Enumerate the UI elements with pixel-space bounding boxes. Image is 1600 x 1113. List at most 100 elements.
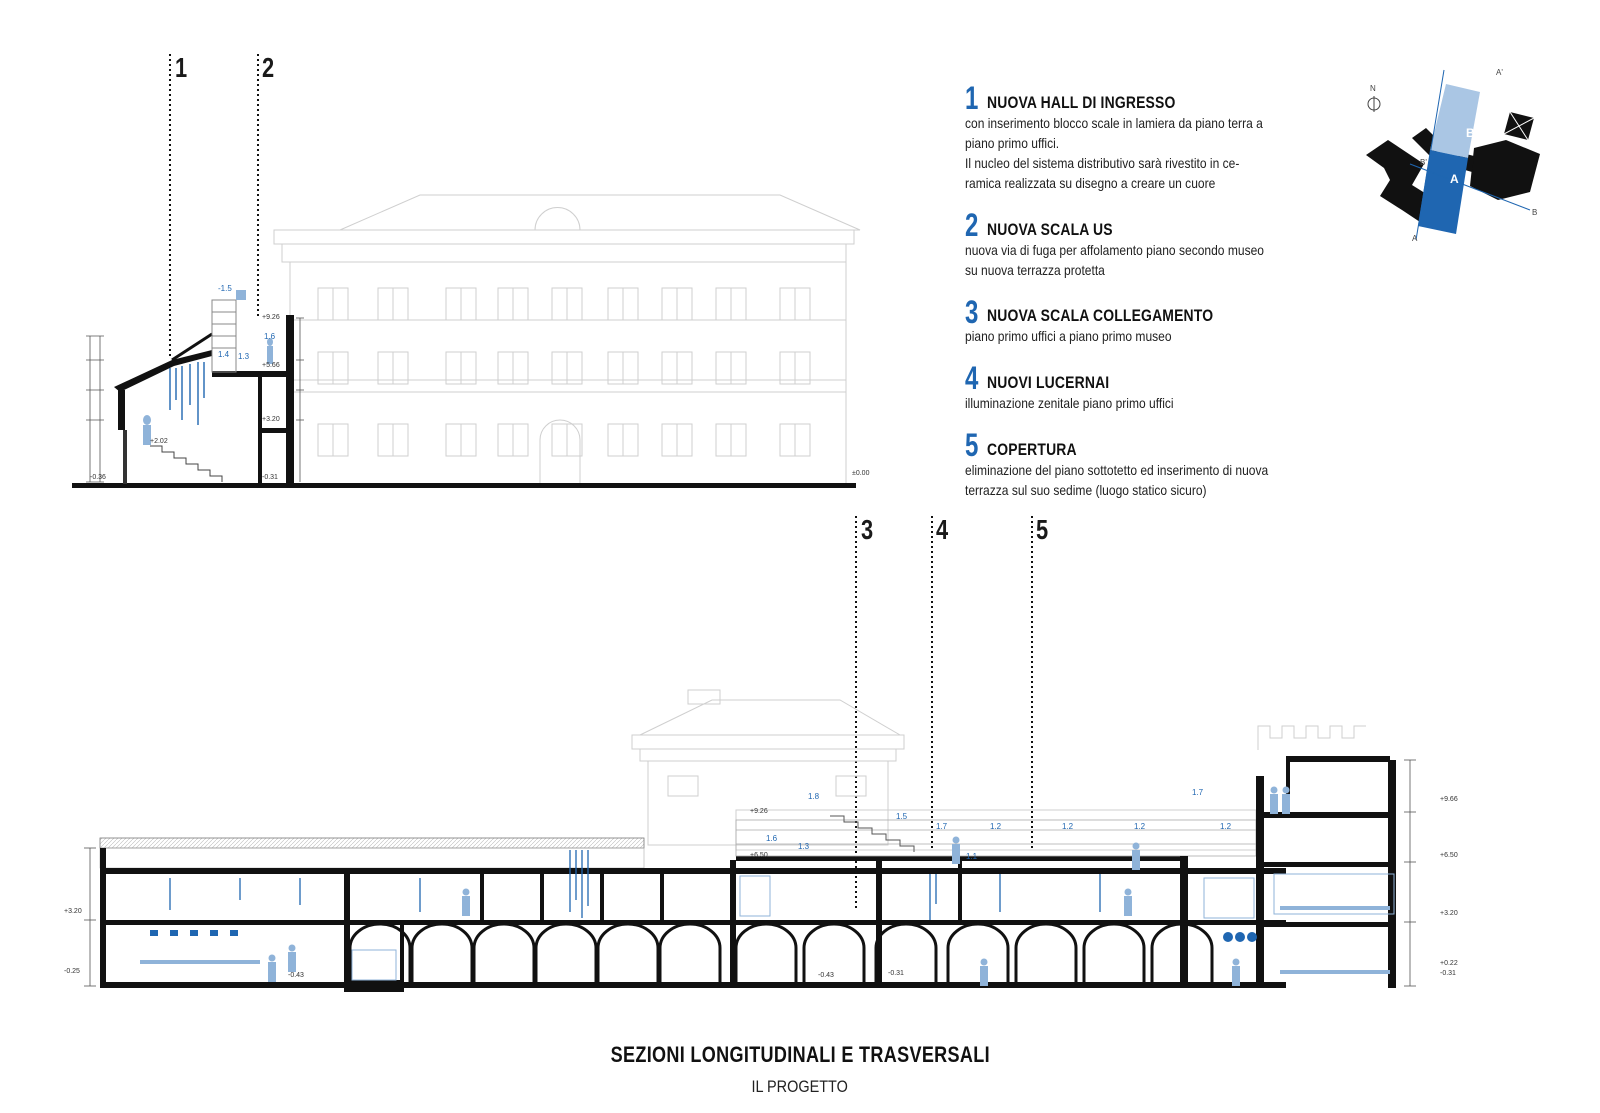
top-label-l4: 1.6 <box>264 332 276 341</box>
legend-number-1: 1 <box>965 80 979 116</box>
ground-line-top <box>72 483 856 488</box>
figure-head <box>1282 786 1290 794</box>
figure-body <box>1132 850 1140 870</box>
marker-5: 5 <box>1036 514 1049 545</box>
marker-2: 2 <box>262 52 275 83</box>
legend-text-4: illuminazione zenitale piano primo uffic… <box>965 395 1174 412</box>
top-level-5: -0.36 <box>90 474 106 481</box>
figure-body <box>268 962 276 982</box>
legend-title-5: COPERTURA <box>987 439 1077 459</box>
figure-body <box>1282 794 1290 814</box>
figure-body <box>288 952 296 972</box>
figure-head <box>1124 888 1132 896</box>
bottom-label-l: 1.1 <box>966 852 978 861</box>
vault-arch <box>734 922 798 988</box>
bottom-level-r: +3.20 <box>1440 910 1458 917</box>
key-plan <box>1366 69 1540 241</box>
legend-item-1: 1 NUOVA HALL DI INGRESSO con inserimento … <box>965 80 1325 193</box>
top-label-l2: 1.4 <box>218 350 230 359</box>
top-level-1: +9.26 <box>262 314 280 321</box>
legend-number-5: 5 <box>965 427 979 464</box>
vault-arch <box>874 922 938 988</box>
page-subtitle-text: IL PROGETTO <box>751 1077 849 1096</box>
legend-text-3: piano primo uffici a piano primo museo <box>965 328 1172 345</box>
bottom-level-o: -0.25 <box>64 968 80 975</box>
vault-arch <box>802 922 866 988</box>
figure-head <box>1132 842 1140 850</box>
legend-title-4: NUOVI LUCERNAI <box>987 373 1110 393</box>
bottom-level-b: +6.50 <box>750 852 768 859</box>
ghost-door <box>539 419 581 484</box>
bottom-label-i: 1.2 <box>1220 822 1232 831</box>
bottom-level-t: -0.31 <box>1440 970 1456 977</box>
bottom-section <box>84 689 1416 992</box>
page-title-text: SEZIONI LONGITUDINALI E TRASVERSALI <box>610 1042 990 1067</box>
marker-1: 1 <box>175 52 188 83</box>
top-level-7: ±0.00 <box>852 470 870 477</box>
marker-3: 3 <box>861 514 874 545</box>
bottom-label-c: 1.8 <box>808 792 820 801</box>
figure-head <box>1232 958 1240 966</box>
figure-body <box>462 896 470 916</box>
bottom-level-q: +6.50 <box>1440 852 1458 859</box>
bottom-level-a: +9.26 <box>750 808 768 815</box>
vault-arch <box>1014 922 1078 988</box>
keyplan-a-prime: A' <box>1496 68 1503 77</box>
vault-arch <box>472 922 536 988</box>
legend: 1 NUOVA HALL DI INGRESSO con inserimento … <box>965 80 1325 518</box>
figure-body <box>952 844 960 864</box>
legend-title-3: NUOVA SCALA COLLEGAMENTO <box>987 306 1214 326</box>
bottom-label-m: 1.3 <box>798 842 810 851</box>
vault-arch <box>1150 922 1214 988</box>
figure-body <box>1124 896 1132 916</box>
top-level-2: +5.66 <box>262 362 280 369</box>
figure-head <box>268 954 276 962</box>
keyplan-b-label: B <box>1466 126 1475 140</box>
bottom-label-d: 1.5 <box>896 812 908 821</box>
hall-section <box>114 290 294 485</box>
legend-item-5: 5 COPERTURA eliminazione del piano sottot… <box>965 427 1325 500</box>
marker-lines <box>169 54 1033 910</box>
legend-number-2: 2 <box>965 206 979 243</box>
keyplan-b-prime: B' <box>1420 158 1427 167</box>
bottom-label-g: 1.2 <box>1062 822 1074 831</box>
keyplan-a-end: A <box>1412 234 1418 243</box>
bottom-label-h: 1.2 <box>1134 822 1146 831</box>
legend-title-1: NUOVA HALL DI INGRESSO <box>987 92 1176 112</box>
legend-item-3: 3 NUOVA SCALA COLLEGAMENTO piano primo uf… <box>965 293 1325 347</box>
bottom-label-f: 1.2 <box>990 822 1002 831</box>
bottom-label-j: 1.7 <box>1192 788 1204 797</box>
legend-title-2: NUOVA SCALA US <box>987 219 1113 239</box>
top-level-3: +3.20 <box>262 416 280 423</box>
figure-body <box>1270 794 1278 814</box>
figure-head <box>1270 786 1278 794</box>
vault-arch <box>946 922 1010 988</box>
top-label-l3: 1.3 <box>238 352 250 361</box>
figure-head <box>462 888 470 896</box>
vault-arch <box>658 922 722 988</box>
bottom-level-u: -0.43 <box>288 972 304 979</box>
bottom-level-v: -0.43 <box>818 972 834 979</box>
ghost-windows <box>317 287 811 457</box>
legend-number-3: 3 <box>965 293 979 330</box>
top-level-6: -0.31 <box>262 474 278 481</box>
vault-arch <box>534 922 598 988</box>
figure-head <box>952 836 960 844</box>
bottom-level-s: +0.22 <box>1440 960 1458 967</box>
vault-arch <box>410 922 474 988</box>
legend-text-5: eliminazione del piano sottotetto ed ins… <box>965 461 1269 498</box>
bottom-level-p: +9.66 <box>1440 796 1458 803</box>
figure-head <box>980 958 988 966</box>
north-label: N <box>1370 84 1376 93</box>
page-subtitle: IL PROGETTO <box>0 1077 1600 1097</box>
legend-text-1: con inserimento blocco scale in lamiera … <box>965 114 1263 191</box>
ground-floor-vaults <box>348 922 1214 988</box>
vault-arch <box>596 922 660 988</box>
keyplan-a-label: A <box>1450 172 1459 186</box>
figure-body <box>980 966 988 986</box>
bottom-label-e: 1.7 <box>936 822 948 831</box>
top-level-4: +2.02 <box>150 438 168 445</box>
vault-arch <box>348 922 412 988</box>
